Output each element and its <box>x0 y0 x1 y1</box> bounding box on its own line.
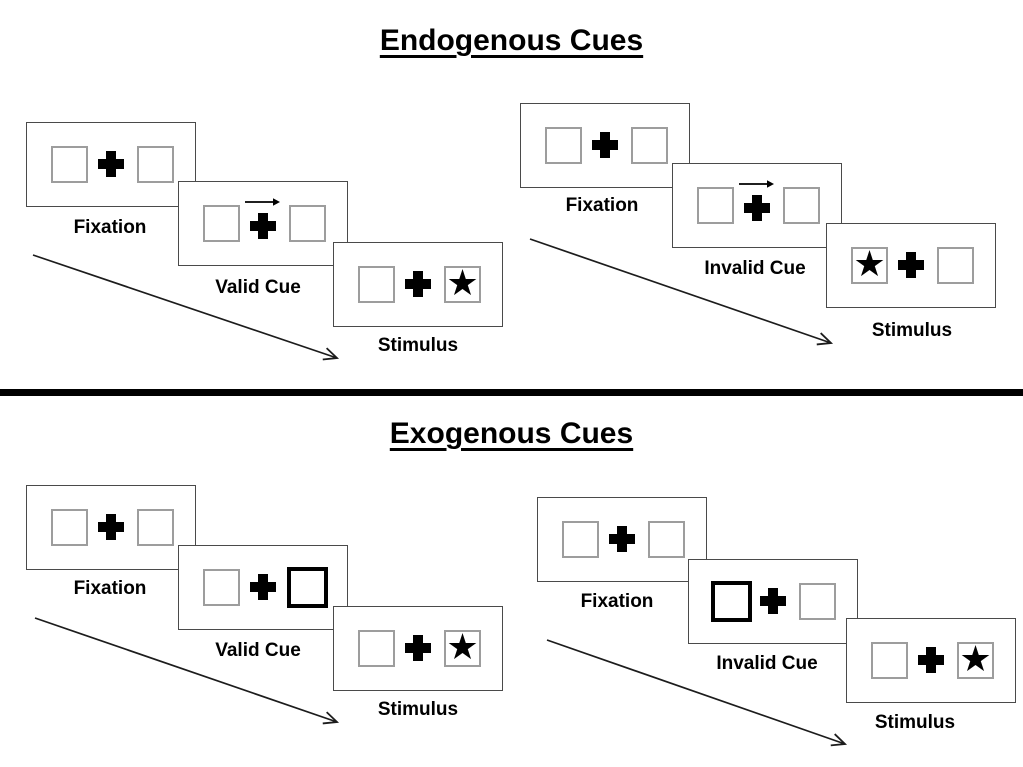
right-box <box>137 146 174 183</box>
right-box <box>137 509 174 546</box>
right-box <box>289 205 326 242</box>
panel-label: Invalid Cue <box>716 653 818 674</box>
panel-label: Valid Cue <box>215 277 301 298</box>
endo-invalid-timeline-arrow <box>529 238 834 346</box>
endo-valid-cue-panel <box>178 181 348 266</box>
right-box-with-star: ★ <box>444 262 481 304</box>
left-box <box>697 187 734 224</box>
left-box <box>203 205 240 242</box>
cue-arrow-right-icon <box>245 198 280 206</box>
panel-label: Fixation <box>580 591 654 612</box>
star-stimulus-icon: ★ <box>446 626 479 668</box>
left-box <box>545 127 582 164</box>
right-box <box>799 583 836 620</box>
exo-valid-cue-panel <box>178 545 348 630</box>
fixation-cross-icon <box>98 514 124 540</box>
fixation-cross-icon <box>250 213 276 239</box>
left-box <box>51 146 88 183</box>
fixation-cross-icon <box>609 526 635 552</box>
left-box <box>358 266 395 303</box>
exo-invalid-fixation-panel <box>537 497 707 582</box>
endo-valid-fixation-panel <box>26 122 196 207</box>
exo-valid-timeline-arrow <box>34 617 340 725</box>
fixation-cross-icon <box>592 132 618 158</box>
exo-valid-fixation-panel <box>26 485 196 570</box>
left-box-with-star: ★ <box>851 243 888 285</box>
star-stimulus-icon: ★ <box>853 243 886 285</box>
endo-invalid-stimulus-panel: ★ <box>826 223 996 308</box>
right-box <box>631 127 668 164</box>
endo-invalid-cue-panel <box>672 163 842 248</box>
section-divider <box>0 389 1023 396</box>
panel-label: Stimulus <box>874 712 956 733</box>
right-box <box>937 247 974 284</box>
right-box-with-star: ★ <box>957 638 994 680</box>
fixation-cross-icon <box>898 252 924 278</box>
fixation-cross-icon <box>98 151 124 177</box>
highlighted-left-box-cue <box>711 581 752 622</box>
endogenous-section-title: Endogenous Cues <box>379 24 644 57</box>
exo-invalid-stimulus-panel: ★ <box>846 618 1016 703</box>
left-box <box>51 509 88 546</box>
star-stimulus-icon: ★ <box>959 638 992 680</box>
star-stimulus-icon: ★ <box>446 262 479 304</box>
fixation-cross-icon <box>405 635 431 661</box>
exo-valid-stimulus-panel: ★ <box>333 606 503 691</box>
right-box <box>783 187 820 224</box>
right-box <box>648 521 685 558</box>
cue-arrow-right-icon <box>739 180 774 188</box>
endo-invalid-fixation-panel <box>520 103 690 188</box>
panel-label: Fixation <box>73 578 147 599</box>
panel-label: Stimulus <box>871 320 953 341</box>
left-box <box>358 630 395 667</box>
fixation-cross-icon <box>760 588 786 614</box>
fixation-cross-icon <box>405 271 431 297</box>
panel-label: Fixation <box>73 217 147 238</box>
fixation-cross-icon <box>918 647 944 673</box>
panel-label: Fixation <box>565 195 639 216</box>
exo-invalid-cue-panel <box>688 559 858 644</box>
endo-valid-stimulus-panel: ★ <box>333 242 503 327</box>
panel-label: Invalid Cue <box>704 258 806 279</box>
endo-valid-timeline-arrow <box>32 254 340 361</box>
left-box <box>871 642 908 679</box>
left-box <box>203 569 240 606</box>
fixation-cross-icon <box>250 574 276 600</box>
fixation-cross-icon <box>744 195 770 221</box>
left-box <box>562 521 599 558</box>
exogenous-section-title: Exogenous Cues <box>389 417 634 450</box>
right-box-with-star: ★ <box>444 626 481 668</box>
panel-label: Stimulus <box>377 699 459 720</box>
panel-label: Valid Cue <box>215 640 301 661</box>
panel-label: Stimulus <box>377 335 459 356</box>
highlighted-right-box-cue <box>287 567 328 608</box>
